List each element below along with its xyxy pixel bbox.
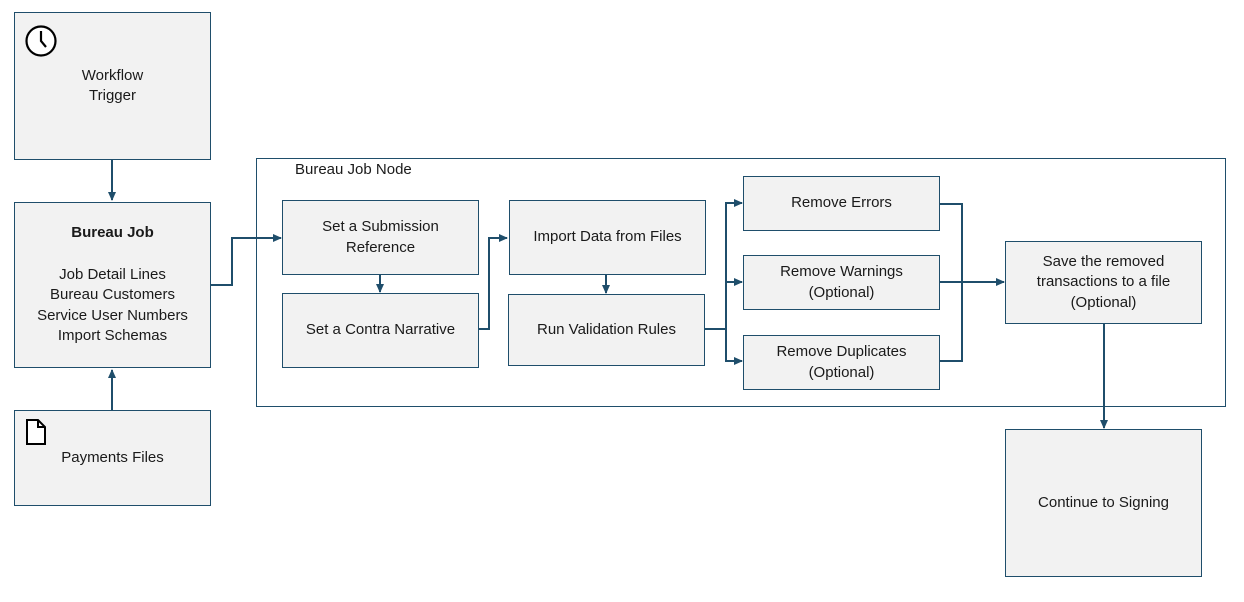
payments-files-box[interactable]: Payments Files (14, 410, 211, 506)
set-contra-narrative-label: Set a Contra Narrative (305, 321, 456, 339)
remove-errors-label: Remove Errors (791, 194, 892, 212)
set-submission-reference-box[interactable]: Set a Submission Reference (282, 200, 479, 275)
arrow-contra-to-import (479, 234, 508, 330)
run-validation-box[interactable]: Run Validation Rules (508, 294, 705, 366)
save-removed-label: Save the removed transactions to a file … (1036, 252, 1171, 311)
remove-warnings-label: Remove Warnings (Optional) (780, 263, 903, 301)
payments-files-label: Payments Files (61, 448, 164, 466)
bureau-job-title: Bureau Job (71, 224, 154, 242)
save-removed-box[interactable]: Save the removed transactions to a file … (1005, 241, 1202, 324)
run-validation-label: Run Validation Rules (537, 320, 676, 338)
arrow-validation-to-errors (705, 199, 743, 330)
remove-duplicates-box[interactable]: Remove Duplicates (Optional) (743, 335, 940, 390)
clock-icon (25, 25, 57, 57)
remove-errors-box[interactable]: Remove Errors (743, 176, 940, 231)
workflow-trigger-label: Workflow Trigger (81, 66, 144, 105)
line-duplicates-to-save (940, 282, 963, 362)
bureau-job-node-group (256, 158, 1226, 407)
remove-warnings-box[interactable]: Remove Warnings (Optional) (743, 255, 940, 310)
line-errors-to-save (940, 203, 963, 282)
set-contra-narrative-box[interactable]: Set a Contra Narrative (282, 293, 479, 368)
continue-signing-label: Continue to Signing (1038, 493, 1169, 511)
import-data-box[interactable]: Import Data from Files (509, 200, 706, 275)
group-label: Bureau Job Node (295, 161, 412, 178)
set-submission-reference-label: Set a Submission Reference (322, 218, 439, 256)
bureau-job-items: Job Detail Lines Bureau Customers Servic… (37, 265, 188, 345)
import-data-label: Import Data from Files (533, 228, 682, 246)
bureau-job-box[interactable]: Bureau Job Job Detail Lines Bureau Custo… (14, 202, 211, 368)
document-icon (26, 419, 46, 445)
remove-duplicates-label: Remove Duplicates (Optional) (776, 343, 907, 381)
continue-signing-box[interactable]: Continue to Signing (1005, 429, 1202, 577)
arrow-validation-to-duplicates (725, 329, 743, 365)
